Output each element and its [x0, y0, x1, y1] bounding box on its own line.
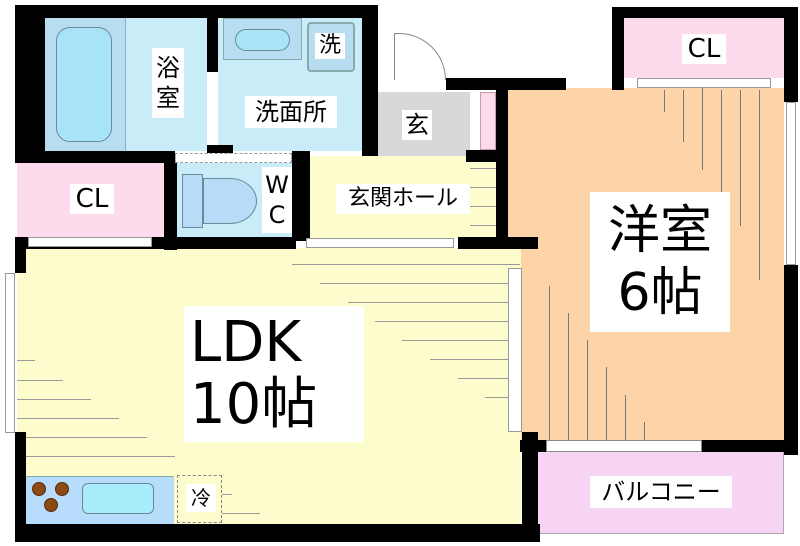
entrance-label: 玄: [402, 110, 432, 140]
toilet-tank-icon: [182, 174, 203, 228]
closet-doors: [637, 78, 771, 88]
wall: [362, 80, 378, 156]
closet-left-label: CL: [70, 184, 114, 214]
sliding-door: [306, 238, 454, 248]
ldk-label-line2: 10帖: [190, 372, 318, 437]
closet-top-right-label: CL: [682, 34, 726, 64]
wall: [784, 7, 798, 102]
bath-label-line2: 室: [156, 84, 180, 112]
fridge-space: [177, 475, 222, 523]
wall: [207, 145, 233, 155]
western-room-label-line2: 6帖: [617, 263, 703, 323]
window: [786, 102, 796, 265]
wall: [784, 265, 798, 455]
western-room-label-line1: 洋室: [607, 201, 712, 261]
wall: [466, 150, 500, 162]
wall: [207, 18, 218, 72]
washbasin-icon: [235, 29, 290, 51]
wall: [292, 151, 310, 241]
wall: [15, 524, 540, 542]
toilet-label-line2: C: [268, 201, 286, 229]
sliding-door: [508, 268, 522, 432]
western-room-label: 洋室 6帖: [590, 192, 730, 332]
wall: [362, 5, 378, 93]
wall: [612, 7, 798, 18]
wall: [520, 440, 546, 452]
entrance-door-swing-icon: [394, 33, 446, 80]
balcony-label: バルコニー: [590, 476, 732, 508]
closet-doors: [28, 237, 152, 247]
wall: [522, 432, 538, 542]
wall: [702, 440, 798, 452]
wall: [15, 5, 375, 18]
bath-label-line1: 浴: [156, 54, 180, 82]
shoe-closet: [480, 92, 496, 150]
toilet-label-line1: W: [265, 171, 289, 199]
ldk-label-line1: LDK: [190, 310, 302, 375]
wall: [15, 432, 26, 542]
wall: [164, 155, 177, 250]
bath-label: 浴 室: [152, 48, 184, 118]
washing-machine-label: 洗: [315, 33, 345, 59]
fridge-label: 冷: [186, 484, 216, 512]
bathtub-icon: [56, 27, 112, 142]
wall: [612, 7, 624, 90]
washroom-label: 洗面所: [245, 96, 337, 128]
sink-icon: [82, 483, 154, 514]
toilet-bowl-icon: [203, 178, 257, 224]
stove-burner-icon: [32, 482, 46, 496]
balcony-window: [546, 440, 702, 452]
wall: [446, 78, 566, 90]
toilet-label: W C: [262, 167, 292, 233]
ldk-label: LDK 10帖: [184, 306, 364, 442]
wall: [15, 151, 175, 163]
entrance-hall-label: 玄関ホール: [336, 184, 470, 214]
window: [5, 273, 15, 433]
sliding-door: [175, 153, 292, 163]
stove-burner-icon: [44, 498, 58, 512]
wall: [15, 5, 45, 163]
wall: [15, 237, 26, 273]
wall: [496, 78, 508, 248]
stove-burner-icon: [55, 482, 69, 496]
